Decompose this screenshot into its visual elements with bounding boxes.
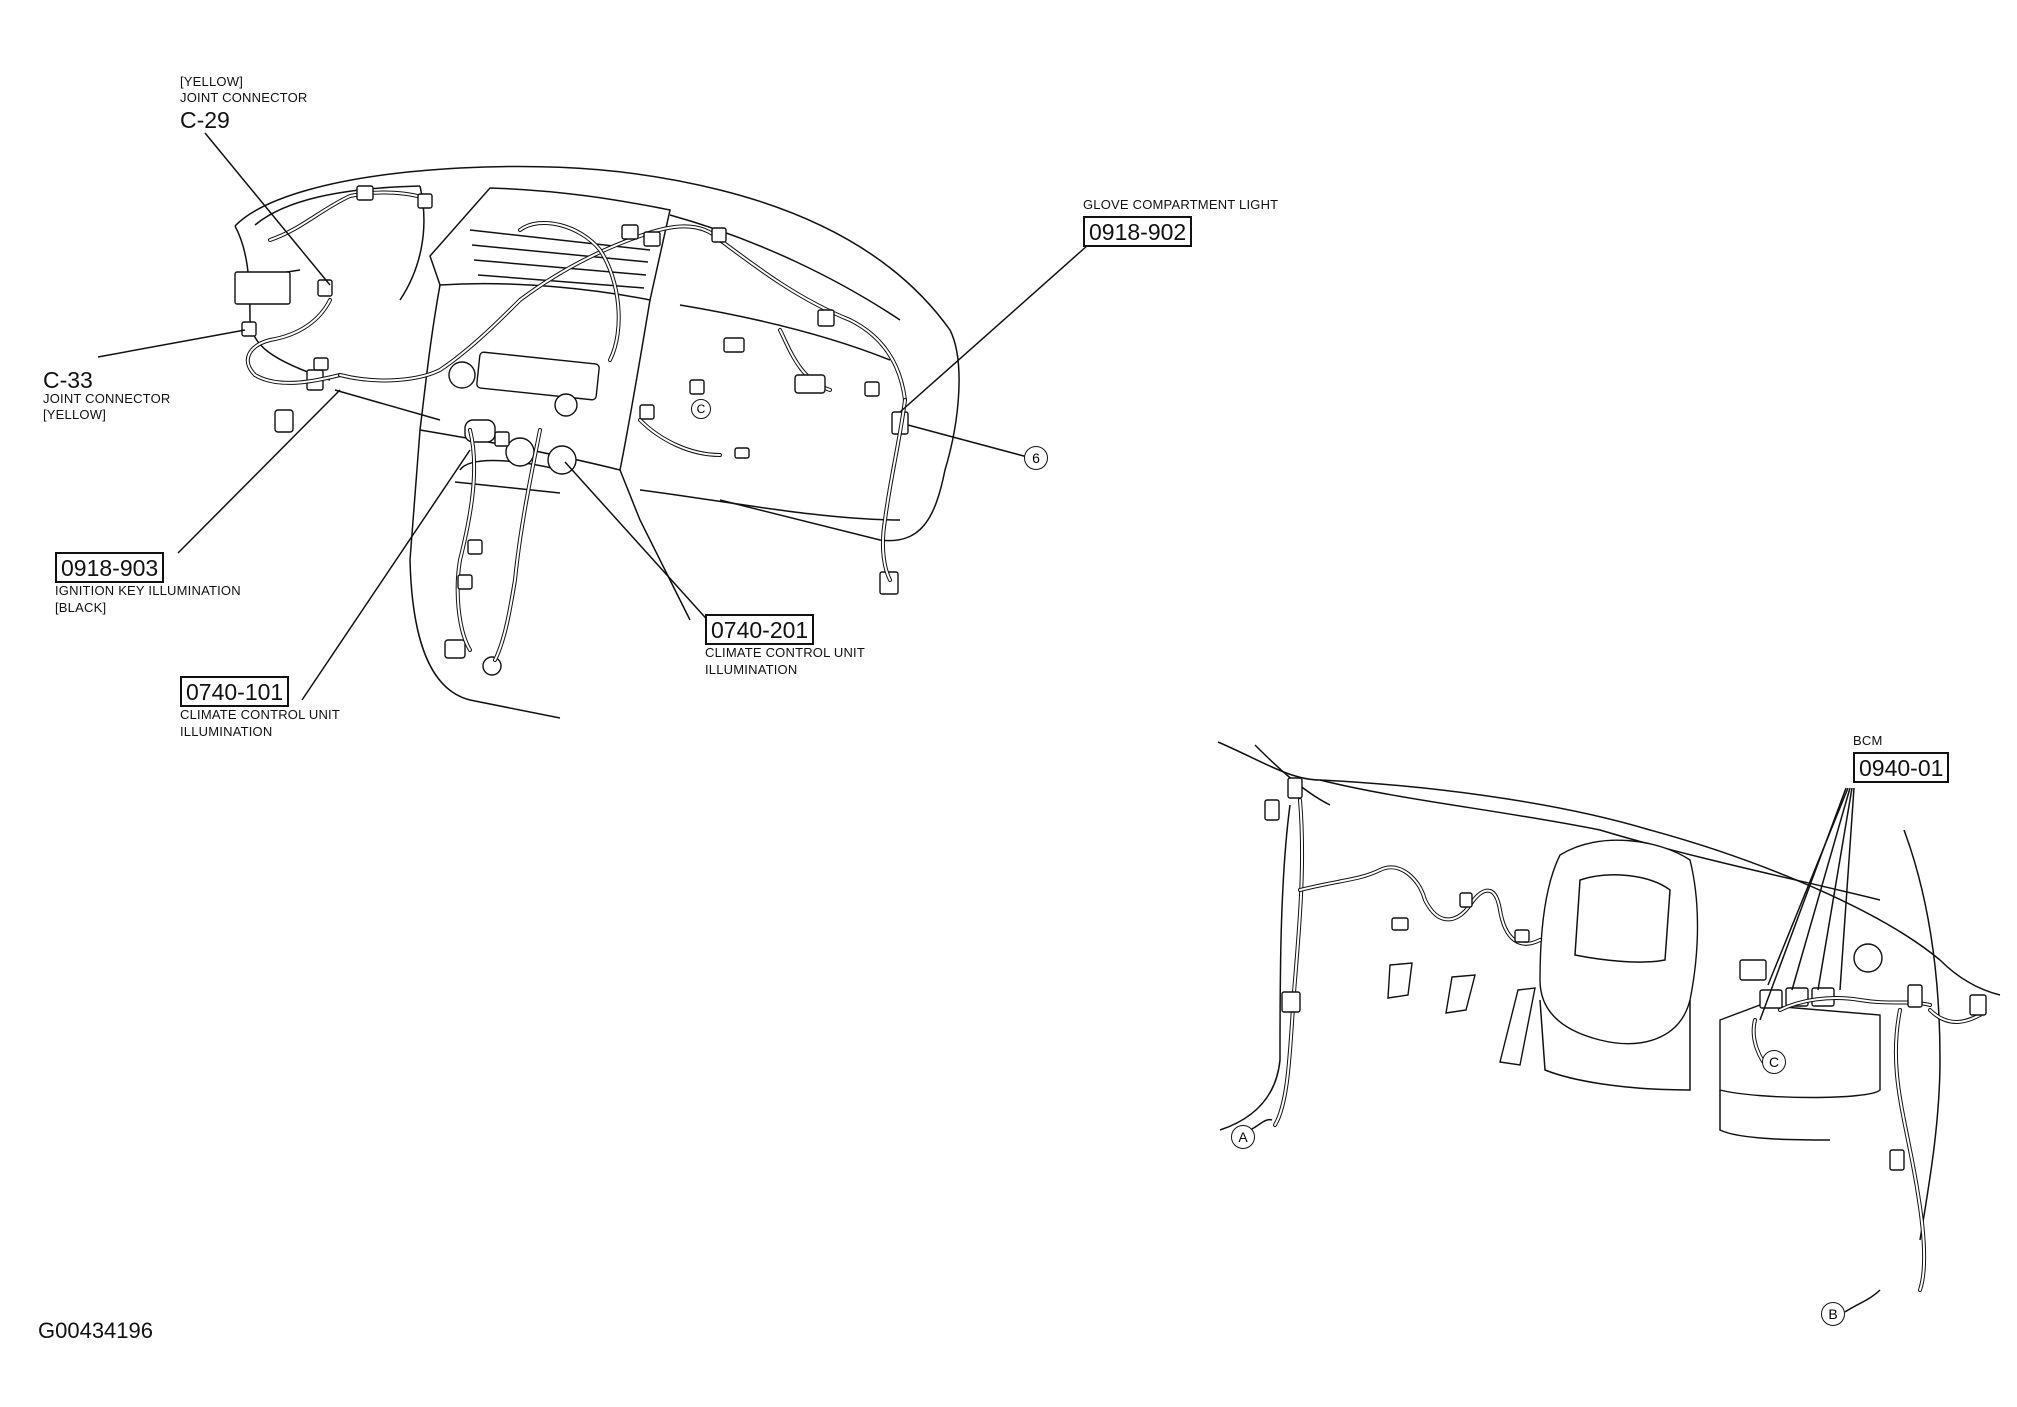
c33-color-label: [YELLOW] [43,407,107,422]
climate-201-line1-label: CLIMATE CONTROL UNIT [705,645,866,660]
climate-101-code-box: 0740-101 [180,676,290,707]
marker-c-bottom-circle: C [1762,1050,1786,1074]
glove-light-code-box: 0918-902 [1083,216,1193,247]
climate-101-line1-label: CLIMATE CONTROL UNIT [180,707,341,722]
climate-101-line2-label: ILLUMINATION [180,724,273,739]
c33-name-label: JOINT CONNECTOR [43,391,171,406]
dashboard-outline [234,165,960,719]
marker-b-circle: B [1821,1302,1845,1326]
ignition-key-name-label: IGNITION KEY ILLUMINATION [55,583,241,598]
bcm-code-box: 0940-01 [1853,752,1950,783]
c33-code-label: C-33 [43,367,93,393]
dashboard-harness [241,185,907,662]
marker-a-circle: A [1231,1125,1255,1149]
marker-6-circle: 6 [1024,446,1048,470]
leader-lines-top [97,132,1089,701]
figure-id-label: G00434196 [38,1318,153,1343]
climate-201-line2-label: ILLUMINATION [705,662,798,677]
marker-c-top-circle: C [691,399,711,419]
glove-light-name-label: GLOVE COMPARTMENT LIGHT [1083,197,1279,212]
bcm-panel-outline [1217,741,2001,1241]
leader-lines-bottom [1249,787,1881,1313]
c29-code-label: C-29 [180,107,230,133]
bcm-name-label: BCM [1853,733,1883,748]
climate-201-code-box: 0740-201 [705,614,815,645]
ignition-key-color-label: [BLACK] [55,600,107,615]
ignition-key-code-box: 0918-903 [55,552,165,583]
c29-name-label: JOINT CONNECTOR [180,90,308,105]
c29-color-label: [YELLOW] [180,74,244,89]
